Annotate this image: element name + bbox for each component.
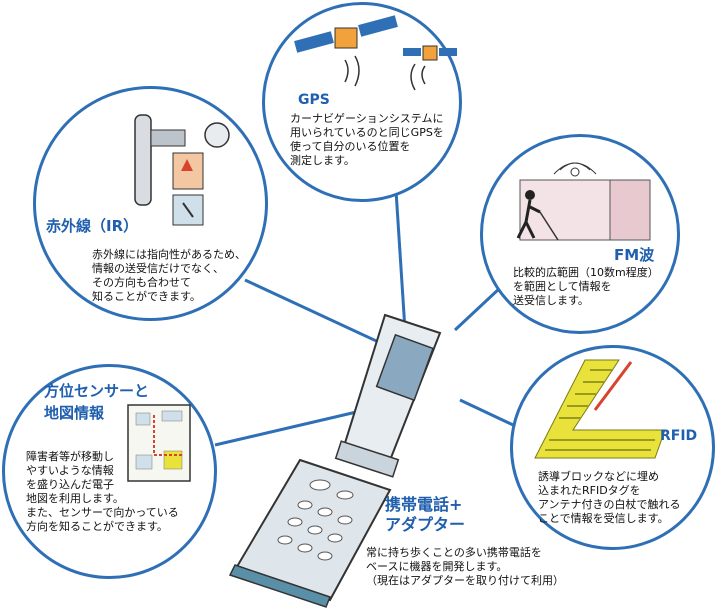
connector-ir bbox=[244, 278, 386, 347]
gps-description: カーナビゲーションシステムに 用いられているのと同じGPSを 使って自分のいる位… bbox=[290, 112, 444, 167]
orientation-description: 障害者等が移動し やすいような情報 を盛り込んだ電子 地図を利用します。 また、… bbox=[26, 450, 179, 533]
map-icon bbox=[127, 404, 191, 482]
phone-description: 常に持ち歩くことの多い携帯電話を ベースに機器を開発します。 （現在はアダプター… bbox=[366, 546, 564, 587]
fm-description: 比較的広範囲（10数m程度） を範囲として情報を 送受信します。 bbox=[513, 266, 659, 307]
orientation-title: 方位センサーと 地図情報 bbox=[44, 382, 150, 422]
connector-orientation bbox=[214, 408, 366, 447]
ir-description: 赤外線には指向性があるため、 情報の送受信だけでなく、 その方向も合わせて 知る… bbox=[92, 248, 246, 303]
rfid-description: 誘導ブロックなどに埋め 込まれたRFIDタグを アンテナ付きの白杖で触れる こと… bbox=[538, 470, 681, 525]
braille-tile-icon bbox=[534, 359, 666, 459]
rfid-title: RFID bbox=[660, 428, 698, 444]
ir-title: 赤外線（IR） bbox=[46, 217, 139, 235]
pedestrian-with-cane-icon bbox=[516, 162, 651, 241]
flip-phone-icon bbox=[228, 313, 442, 608]
infrared-beacon-icon bbox=[134, 114, 230, 226]
fm-title: FM波 bbox=[614, 246, 655, 264]
satellite-icon bbox=[294, 15, 457, 91]
gps-title: GPS bbox=[298, 92, 330, 108]
phone-title: 携帯電話+ アダプター bbox=[385, 495, 466, 534]
ir-circle bbox=[33, 86, 268, 321]
connector-gps bbox=[393, 174, 407, 331]
